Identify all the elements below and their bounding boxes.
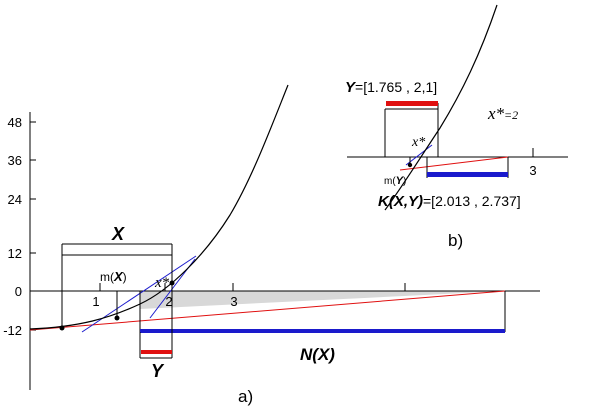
- caption-b: b): [448, 231, 463, 250]
- b-K-interval-bar: [427, 172, 508, 177]
- point-midpoint: [114, 315, 120, 321]
- y-tick-label-0: 0: [15, 284, 22, 299]
- y-tick-label-36: 36: [8, 153, 22, 168]
- b-tick-label-3: 3: [529, 163, 536, 178]
- Y-interval-frame: [139, 291, 173, 359]
- y-tick-label-24: 24: [8, 192, 22, 207]
- y-tick-label-minus12: -12: [3, 323, 22, 338]
- b-xstar-equation: x*=2: [487, 104, 518, 123]
- b-xstar-label: x*: [411, 135, 425, 150]
- label-Y: Y: [151, 361, 165, 381]
- panel-a: 48 36 24 12 0 -12 1 2 3 X: [3, 84, 540, 406]
- x-interval-bracket: [61, 243, 173, 329]
- x-tick-label-3: 3: [230, 294, 237, 309]
- b-function-curve: [384, 4, 498, 211]
- N-interval-bar: [140, 329, 505, 333]
- Y-interval-bar: [141, 350, 172, 354]
- b-K-interval-label: K(X,Y)=[2.013 , 2.737]: [378, 193, 521, 210]
- label-mX: m(X): [100, 269, 127, 284]
- y-ticks: [30, 121, 36, 331]
- x-tick-label-2: 2: [165, 294, 172, 309]
- secant-line: [29, 290, 506, 331]
- panel-b: 3 Y=[1.765 , 2,1] x*=2 x* m(Y) K(X,Y)=[2…: [345, 4, 568, 250]
- caption-a: a): [238, 387, 253, 406]
- x-tick-label-1: 1: [92, 294, 99, 309]
- point-left-end: [59, 325, 65, 331]
- b-point-mY: [407, 162, 413, 168]
- b-Y-interval-frame: [384, 103, 439, 157]
- b-secant-line: [399, 156, 509, 171]
- shaded-region: [140, 291, 505, 309]
- label-NX: N(X): [300, 345, 335, 364]
- label-xstar-a: x*: [154, 275, 170, 291]
- y-tick-label-48: 48: [8, 115, 22, 130]
- x-ticks: [99, 283, 406, 291]
- y-tick-label-12: 12: [8, 246, 22, 261]
- b-mY-label: m(Y): [384, 175, 406, 187]
- function-curve: [29, 84, 289, 330]
- N-interval-frame: [139, 291, 506, 332]
- label-X: X: [111, 224, 125, 244]
- b-Y-interval-label: Y=[1.765 , 2,1]: [345, 79, 437, 96]
- b-Y-interval-bar: [386, 101, 438, 106]
- point-root: [169, 280, 175, 286]
